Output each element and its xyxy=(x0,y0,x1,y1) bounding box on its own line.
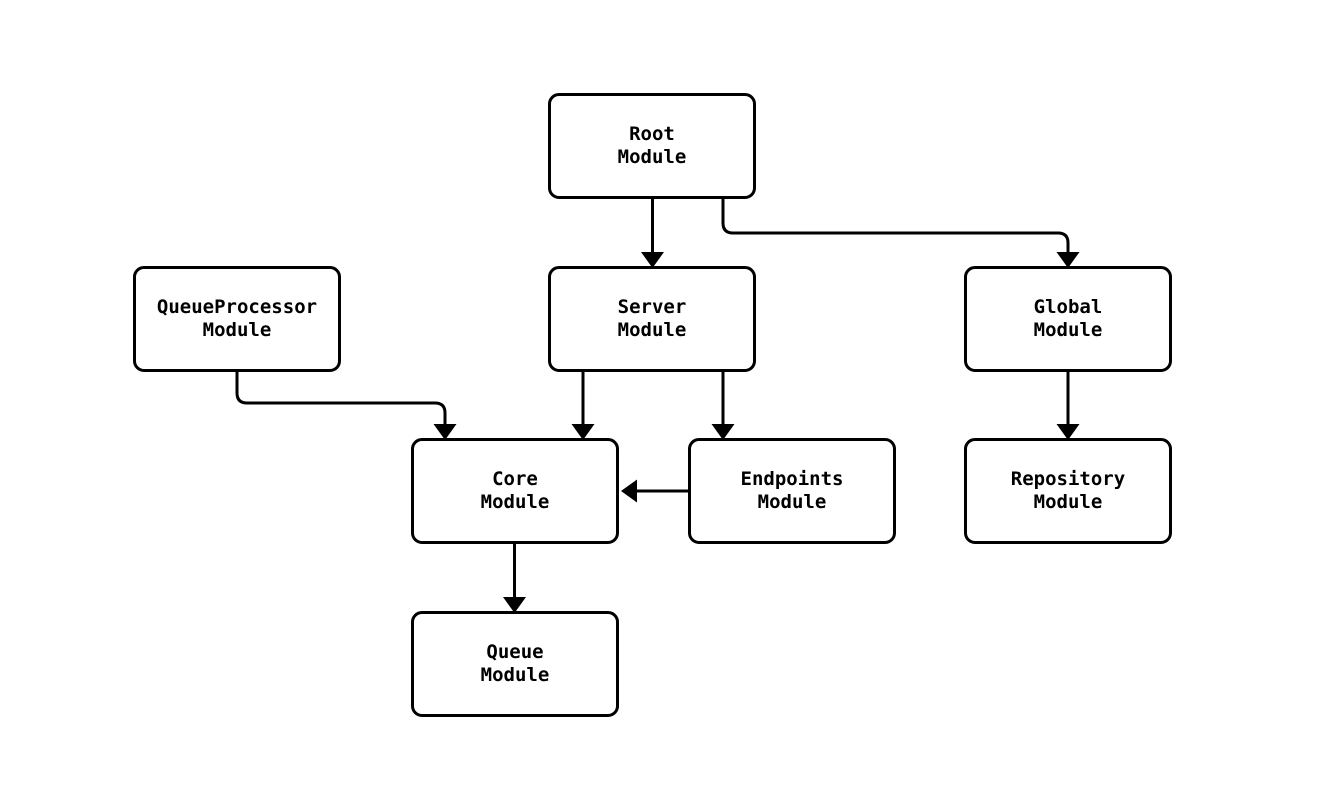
node-root-module: Root Module xyxy=(548,93,756,199)
node-queueprocessor-module: QueueProcessor Module xyxy=(133,266,341,372)
edge-queueprocessor-to-core xyxy=(235,370,457,440)
edge-server-to-core xyxy=(571,370,595,440)
node-global-module: Global Module xyxy=(964,266,1172,372)
edge-core-to-queue xyxy=(503,542,526,613)
edge-server-to-endpoints xyxy=(711,370,735,440)
node-server-module-label: Server Module xyxy=(617,296,687,341)
node-queue-module-label: Queue Module xyxy=(480,641,550,686)
node-global-module-label: Global Module xyxy=(1033,296,1103,341)
edge-endpoints-to-core xyxy=(621,479,690,503)
node-core-module-label: Core Module xyxy=(480,468,550,513)
edge-root-to-global xyxy=(721,197,1080,268)
node-repository-module-label: Repository Module xyxy=(1010,468,1126,513)
node-root-module-label: Root Module xyxy=(617,123,687,168)
node-core-module: Core Module xyxy=(411,438,619,544)
node-server-module: Server Module xyxy=(548,266,756,372)
edge-global-to-repository xyxy=(1056,370,1080,440)
node-endpoints-module: Endpoints Module xyxy=(688,438,896,544)
node-queueprocessor-module-label: QueueProcessor Module xyxy=(156,296,318,341)
node-queue-module: Queue Module xyxy=(411,611,619,717)
edge-root-to-server xyxy=(641,197,664,268)
node-endpoints-module-label: Endpoints Module xyxy=(740,468,844,513)
node-repository-module: Repository Module xyxy=(964,438,1172,544)
